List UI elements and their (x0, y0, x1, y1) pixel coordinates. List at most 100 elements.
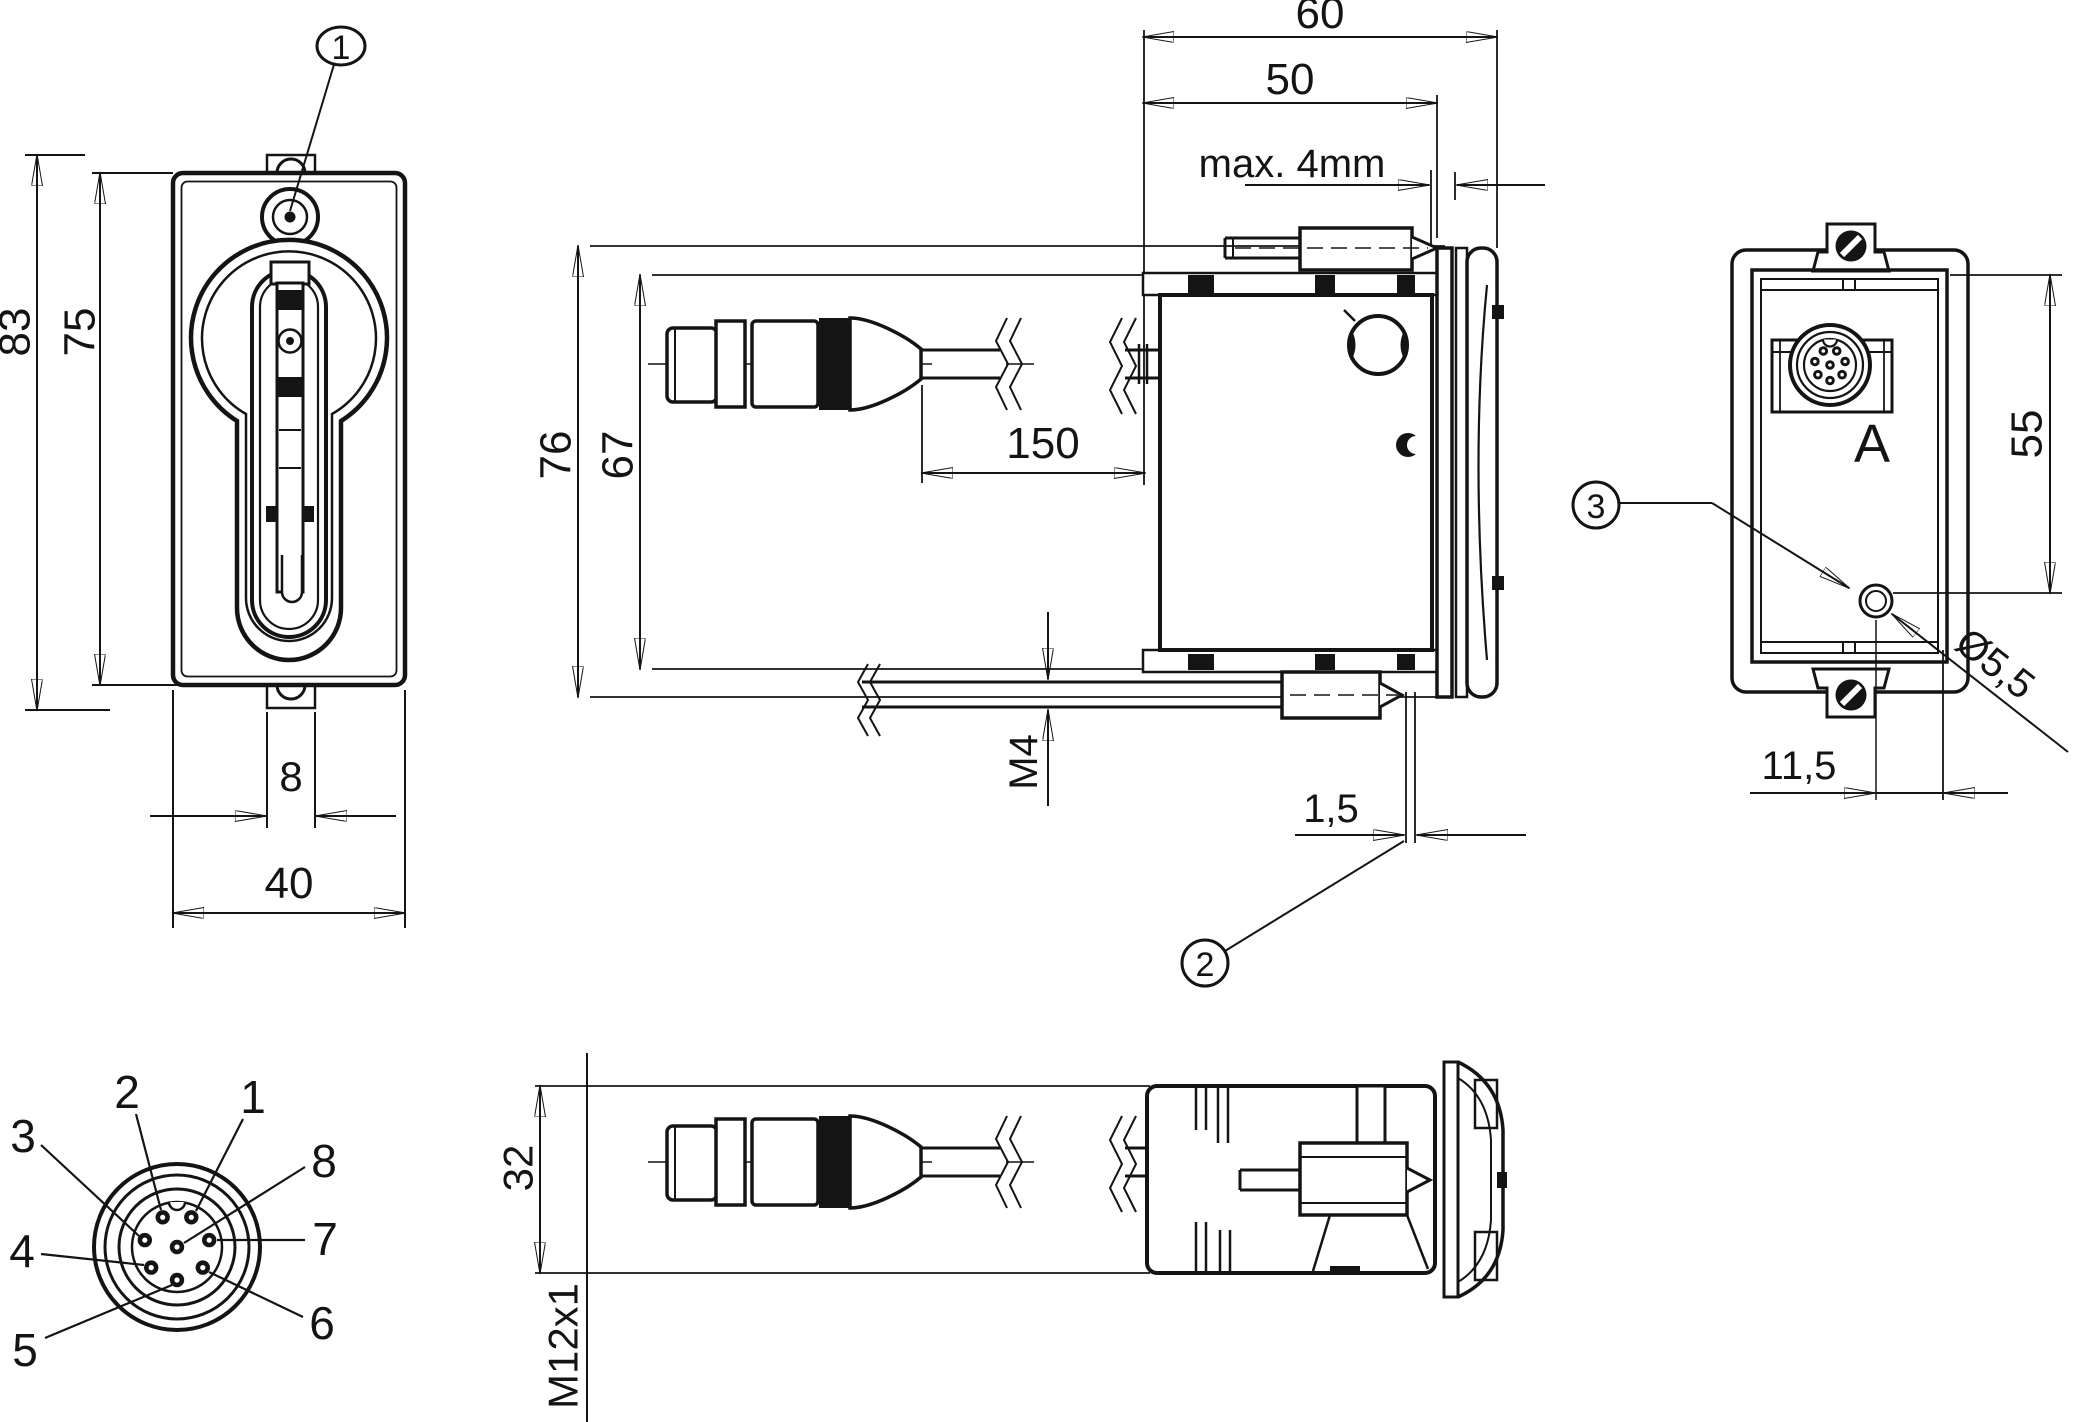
screw-tip-top (1411, 235, 1441, 261)
boss-inner-line (200, 250, 378, 643)
flange-tick (1492, 305, 1504, 319)
callout-leader-3 (1711, 502, 1849, 588)
dim-text-76: 76 (532, 431, 581, 480)
dim-text-60: 60 (1296, 0, 1345, 38)
diameter-leader (1892, 614, 2069, 753)
dim-text-m12: M12x1 (540, 1283, 587, 1409)
pin-label-6: 6 (309, 1297, 335, 1349)
dim-text-67: 67 (594, 431, 643, 480)
dim-text-8: 8 (279, 753, 302, 800)
pinout-circle-3 (117, 1187, 237, 1307)
rear-outline (1730, 248, 1970, 694)
rail-mark (1188, 275, 1214, 293)
rail-mark (1397, 275, 1415, 293)
pin-label-1: 1 (240, 1071, 266, 1123)
pin-label-2: 2 (114, 1066, 140, 1118)
rod-break (868, 663, 882, 737)
front-view: 83 75 8 40 1 (0, 25, 408, 928)
screw-slot (1839, 234, 1863, 258)
connector-collar (714, 319, 747, 409)
pin-leaders (40, 1113, 306, 1340)
indicator-ring (271, 198, 309, 236)
rod-break (856, 663, 870, 737)
lever-foot-left (266, 506, 278, 522)
dim-text-40: 40 (265, 859, 314, 908)
lever-cap (269, 260, 311, 286)
screw-body-top (1298, 226, 1414, 272)
cable-break (1108, 317, 1124, 415)
connector-label: A (1854, 414, 1890, 474)
cam-notch-left (1349, 331, 1356, 359)
socket-recess (1802, 337, 1858, 393)
clamp-shaft (1355, 1084, 1387, 1145)
connector-knurl (819, 318, 850, 410)
mount-hole-inner (1865, 590, 1887, 612)
cam-circle (1347, 314, 1409, 376)
clamp-rail-top (1141, 271, 1439, 297)
socket-ring (1795, 330, 1865, 400)
cable-break (1122, 317, 1138, 415)
wedge-line (1311, 1214, 1332, 1272)
dim-text-150: 150 (1006, 419, 1079, 468)
tab-hole-bottom (275, 684, 307, 701)
rail-mark (1397, 654, 1415, 670)
indicator-dot (284, 211, 296, 223)
pinout-pins (137, 1210, 217, 1288)
flange-strip (1442, 1060, 1460, 1299)
cam-notch-right (1400, 331, 1407, 359)
connector-boot (848, 1114, 923, 1210)
cable-break (1108, 1115, 1124, 1213)
pin-label-3: 3 (10, 1110, 36, 1162)
dim-text-75: 75 (56, 308, 105, 357)
dim-text-83: 83 (0, 308, 40, 357)
dim-text-115: 11,5 (1762, 744, 1837, 788)
flange-tick (1492, 576, 1504, 590)
lever-band-1 (277, 290, 303, 310)
mount-hole (1858, 583, 1894, 619)
dim-text-max4: max. 4mm (1199, 142, 1386, 186)
pinout-circle-outer (92, 1162, 262, 1332)
pinout-diagram: 2 1 3 8 4 7 6 5 (9, 1066, 338, 1376)
rear-view: A 3 Ø5,5 55 11,5 (1571, 222, 2069, 800)
callout-text-1: 1 (332, 29, 351, 67)
wedge-line (1405, 1214, 1430, 1270)
callout-leader-2 (1224, 840, 1405, 952)
rear-frame-inner (1760, 278, 1939, 654)
connector-boot (848, 316, 923, 412)
flange-bezel (1465, 246, 1499, 699)
lever-stem (280, 555, 304, 604)
callout-text-3: 3 (1587, 488, 1606, 526)
cable-break (1122, 1115, 1138, 1213)
pinout-keyway (167, 1201, 187, 1212)
rail-mark (1188, 654, 1214, 670)
flange-curve (1477, 284, 1489, 661)
dim-text-32: 32 (495, 1145, 542, 1192)
pin-label-5: 5 (12, 1324, 38, 1376)
dim-text-m4: M4 (1002, 734, 1046, 790)
lock-dot-notch (1407, 436, 1425, 454)
connector-collar (714, 1117, 747, 1207)
callout-text-2: 2 (1196, 946, 1215, 984)
dim-text-50: 50 (1266, 55, 1315, 104)
clamp-tip (1406, 1166, 1434, 1194)
socket-keyway (1821, 339, 1839, 348)
flange-plate-1 (1435, 246, 1454, 699)
rail-mark (1315, 654, 1335, 670)
pin-label-4: 4 (9, 1225, 35, 1277)
flange-corner (1473, 1078, 1499, 1130)
callout-balloon-1 (315, 25, 367, 67)
callout-balloon-3 (1571, 480, 1621, 530)
lever-pivot-dot (286, 337, 294, 345)
lever-foot-right (302, 506, 314, 522)
callout-leader-1 (289, 64, 335, 212)
bottom-view: 32 M12x1 (495, 1053, 1507, 1422)
wedge-tick (1330, 1266, 1360, 1274)
screw-slot (1839, 683, 1863, 707)
pin-label-8: 8 (311, 1135, 337, 1187)
pinout-circle-2 (103, 1173, 251, 1321)
lever-band-2 (277, 377, 303, 397)
dim-text-15: 1,5 (1303, 787, 1359, 831)
connector-body (750, 1117, 820, 1207)
rail-mark (1315, 275, 1335, 293)
